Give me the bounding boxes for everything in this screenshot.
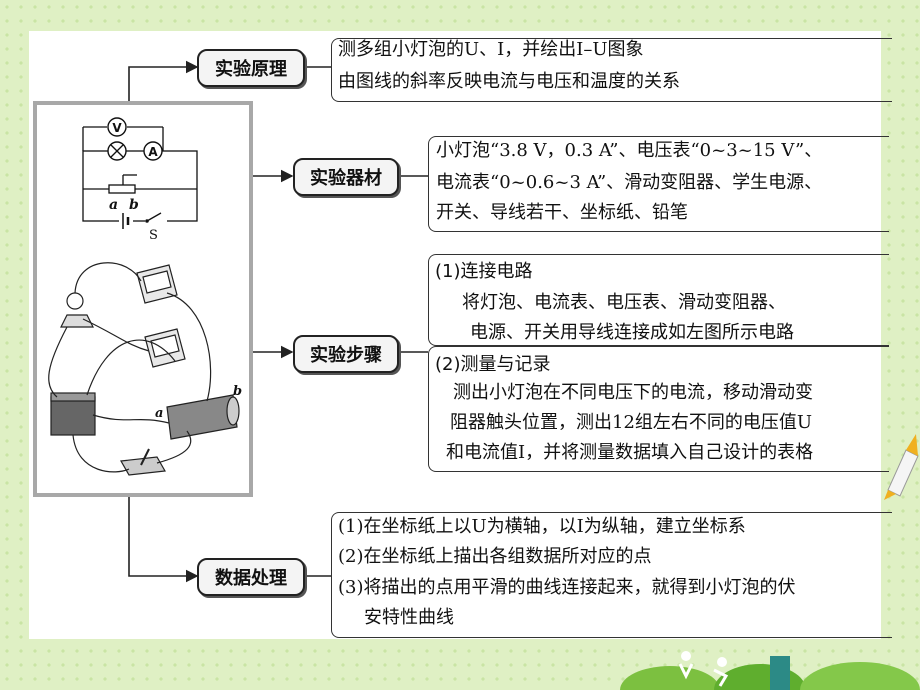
steps-2-title: (2)测量与记录 xyxy=(435,354,551,375)
apparatus-terminal-b: b xyxy=(233,384,242,399)
data-processing-line-3: (3)将描出的点用平滑的曲线连接起来，就得到小灯泡的伏 xyxy=(338,577,796,598)
terminal-a-label: a xyxy=(109,197,118,213)
data-processing-line-2: (2)在坐标纸上描出各组数据所对应的点 xyxy=(338,546,652,567)
equipment-line-1: 小灯泡“3.8 V，0.3 A”、电压表“0~3~15 V”、 xyxy=(436,140,823,161)
data-processing-line-1: (1)在坐标纸上以U为横轴，以I为纵轴，建立坐标系 xyxy=(338,516,746,537)
label-steps: 实验步骤 xyxy=(293,335,399,373)
bracket-data-processing xyxy=(331,512,892,638)
principle-line-2: 由图线的斜率反映电流与电压和温度的关系 xyxy=(338,71,680,92)
equipment-line-2: 电流表“0~0.6~3 A”、滑动变阻器、学生电源、 xyxy=(436,172,823,193)
label-data-processing: 数据处理 xyxy=(197,558,305,596)
label-data-processing-text: 数据处理 xyxy=(215,568,287,589)
bracket-principle xyxy=(331,38,892,102)
bracket-equipment xyxy=(428,136,889,232)
steps-2-line-3: 和电流值I，并将测量数据填入自己设计的表格 xyxy=(446,442,814,463)
label-equipment: 实验器材 xyxy=(293,158,399,196)
switch-label: S xyxy=(149,228,158,243)
steps-2-line-1: 测出小灯泡在不同电压下的电流，移动滑动变 xyxy=(453,382,813,403)
voltmeter-label: V xyxy=(112,121,122,135)
label-principle-text: 实验原理 xyxy=(215,59,287,80)
equipment-line-3: 开关、导线若干、坐标纸、铅笔 xyxy=(436,202,688,223)
steps-1-title: (1)连接电路 xyxy=(435,261,533,282)
rocket-decoration xyxy=(884,434,919,500)
label-principle: 实验原理 xyxy=(197,49,305,87)
experiment-illustration-panel: V A a b S xyxy=(33,101,253,497)
bracket-steps-2 xyxy=(428,346,889,472)
circuit-diagram: V A a b S xyxy=(48,117,242,476)
grass-figures-decoration xyxy=(620,651,920,690)
terminal-b-label: b xyxy=(129,197,139,213)
steps-2-line-2: 阻器触头位置，测出12组左右不同的电压值U xyxy=(450,412,813,433)
ammeter-symbol: A xyxy=(143,141,163,161)
bracket-steps-1 xyxy=(428,254,889,346)
rheostat-symbol: a b xyxy=(108,174,139,213)
label-equipment-text: 实验器材 xyxy=(310,168,382,189)
voltmeter-symbol: V xyxy=(107,117,127,137)
steps-1-line-2: 电源、开关用导线连接成如左图所示电路 xyxy=(470,322,794,343)
steps-1-line-1: 将灯泡、电流表、电压表、滑动变阻器、 xyxy=(462,292,786,313)
label-steps-text: 实验步骤 xyxy=(310,345,382,366)
battery-and-switch-symbol: S xyxy=(119,212,167,243)
apparatus-terminal-a: a xyxy=(155,406,163,421)
principle-line-1: 测多组小灯泡的U、I，并绘出I–U图象 xyxy=(338,39,644,60)
apparatus-drawing xyxy=(48,262,240,476)
data-processing-line-4: 安特性曲线 xyxy=(364,607,454,628)
ammeter-label: A xyxy=(148,145,158,159)
lamp-symbol xyxy=(107,141,127,161)
